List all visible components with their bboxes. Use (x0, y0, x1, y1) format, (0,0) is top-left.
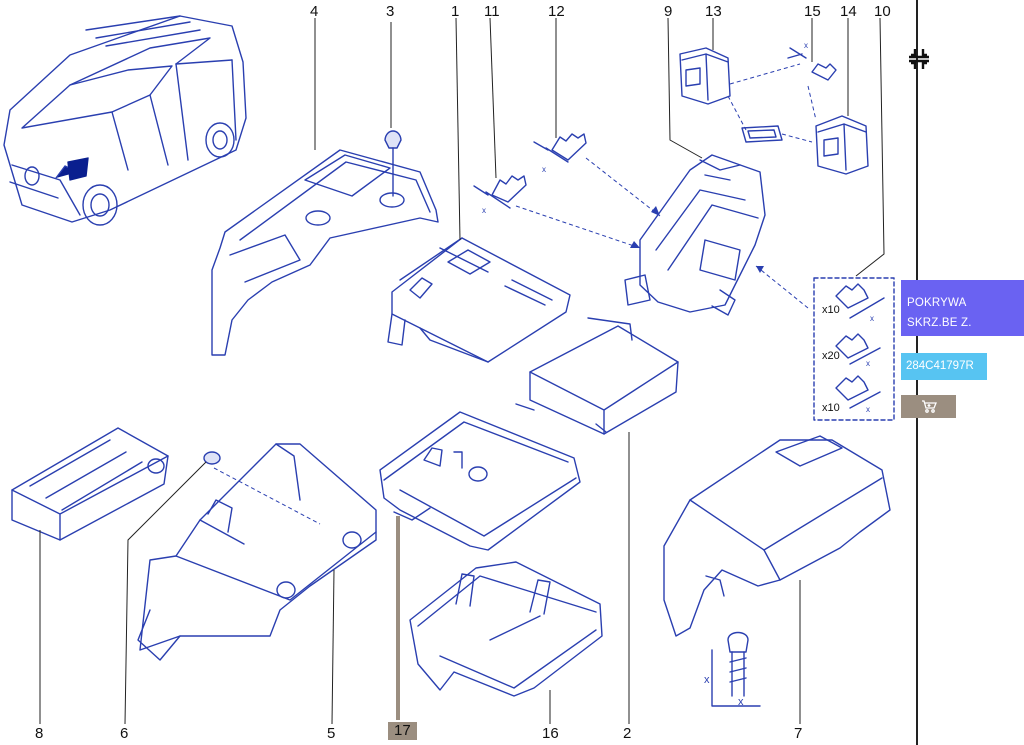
part-5-lower-tray (137, 443, 377, 661)
cart-icon (921, 400, 937, 413)
callout-4[interactable]: 4 (310, 3, 319, 20)
callout-3[interactable]: 3 (386, 3, 395, 20)
part-14-relay (815, 115, 869, 175)
part-16-base-bracket (409, 561, 603, 697)
dimension-mark: x (542, 165, 546, 174)
callout-8[interactable]: 8 (35, 725, 44, 742)
callout-17[interactable]: 17 (388, 722, 417, 740)
callout-7[interactable]: 7 (794, 725, 803, 742)
callout-13[interactable]: 13 (705, 3, 722, 20)
callout-12[interactable]: 12 (548, 3, 565, 20)
callout-5[interactable]: 5 (327, 725, 336, 742)
callout-14[interactable]: 14 (840, 3, 857, 20)
shrink-icon[interactable] (908, 48, 930, 70)
callout-16[interactable]: 16 (542, 725, 559, 742)
callout-2[interactable]: 2 (623, 725, 632, 742)
dimension-mark: x (738, 696, 744, 708)
dimension-mark: x (704, 674, 710, 686)
part-12-terminal (533, 133, 587, 163)
arrow-heads (630, 206, 764, 273)
assembly-arrows (213, 63, 817, 525)
quantity-label: x20 (822, 350, 840, 362)
callout-9[interactable]: 9 (664, 3, 673, 20)
quantity-label: x10 (822, 402, 840, 414)
part-name-label[interactable]: POKRYWA SKRZ.BE Z. (901, 280, 1024, 336)
part-10-terminal-kit (813, 277, 895, 421)
callout-6[interactable]: 6 (120, 725, 129, 742)
dimension-mark: x (866, 359, 870, 368)
relay-gasket (741, 125, 783, 143)
part-6-grommet (203, 451, 221, 465)
part-3-clip (384, 130, 402, 197)
part-17-lower-cover (379, 411, 581, 551)
fastener-bolt (711, 631, 761, 707)
dimension-mark: x (870, 314, 874, 323)
callout-1[interactable]: 1 (451, 3, 460, 20)
part-4-cover-bracket (211, 149, 439, 356)
part-15-terminal (787, 47, 837, 81)
callout-11[interactable]: 11 (484, 3, 500, 20)
part-9-relay-holder (624, 154, 766, 316)
add-to-cart-button[interactable] (901, 395, 956, 418)
part-11-terminal (473, 175, 527, 209)
dimension-mark: x (866, 405, 870, 414)
callout-10[interactable]: 10 (874, 3, 891, 20)
leader-lines (39, 17, 885, 725)
part-8-connector (11, 427, 169, 541)
part-13-relay (679, 47, 731, 105)
vehicle-illustration (3, 15, 247, 226)
dimension-mark: x (482, 206, 486, 215)
part-1-box-cover (387, 237, 571, 363)
callout-15[interactable]: 15 (804, 3, 821, 20)
part-7-side-cover (663, 435, 891, 637)
part-2-control-unit (515, 317, 679, 435)
part-reference-label[interactable]: 284C41797R (901, 353, 987, 380)
dimension-mark: x (804, 41, 808, 50)
quantity-label: x10 (822, 304, 840, 316)
